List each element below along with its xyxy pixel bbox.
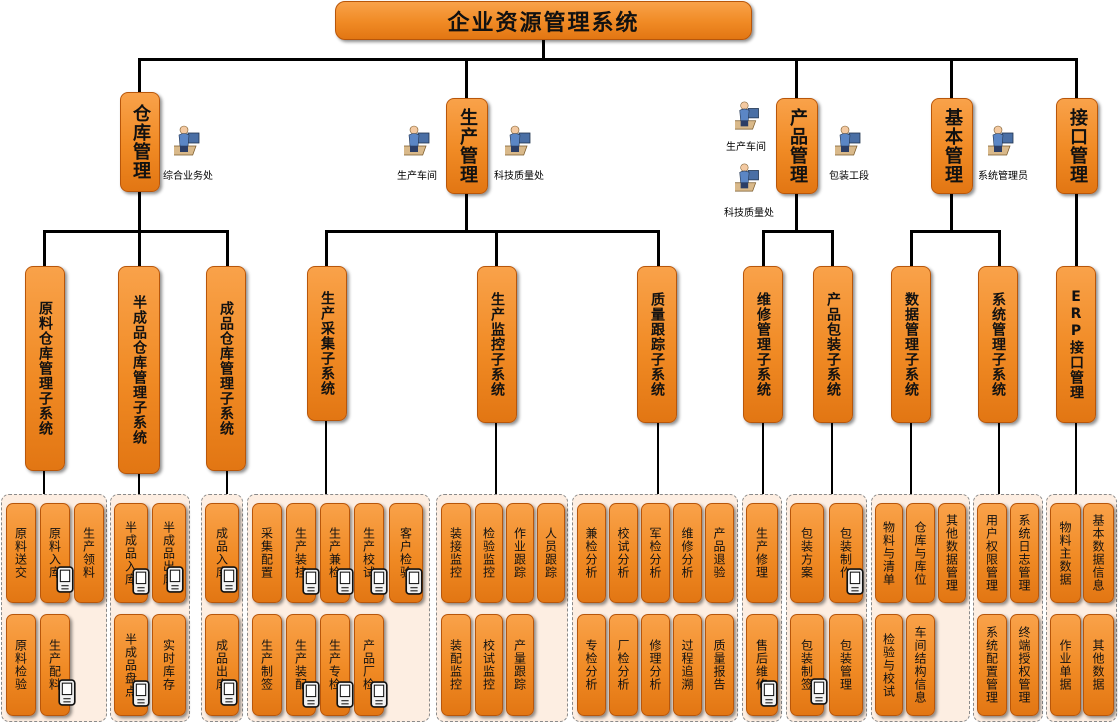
leaf-function: 军检分析	[641, 503, 670, 603]
diagram-title: 企业资源管理系统	[335, 1, 752, 40]
person-at-desk-icon	[404, 125, 430, 156]
leaf-function: 基本数据信息	[1083, 503, 1114, 603]
leaf-function: 物料与清单	[875, 503, 903, 603]
actor-label: 生产车间	[397, 171, 437, 182]
module-interface: 接口管理	[1056, 98, 1098, 194]
handheld-terminal-icon	[302, 568, 320, 595]
module-warehouse: 仓库管理	[120, 92, 160, 192]
leaf-function: 过程追溯	[673, 614, 702, 716]
leaf-function: 原料送交	[6, 503, 36, 603]
leaf-function: 检验监控	[475, 503, 503, 603]
leaf-function: 车间结构信息	[906, 614, 935, 716]
leaf-function: 用户权限管理	[977, 503, 1007, 603]
leaf-function: 生产领料	[74, 503, 104, 603]
leaf-function: 系统配置管理	[977, 614, 1007, 716]
leaf-function: 装接监控	[441, 503, 471, 603]
leaf-function: 厂检分析	[609, 614, 638, 716]
subsystem-production-collection: 生产采集子系统	[307, 266, 347, 421]
subsystem-production-monitoring: 生产监控子系统	[477, 266, 517, 423]
leaf-function: 其他数据	[1083, 614, 1114, 716]
handheld-terminal-icon	[132, 680, 150, 707]
subsystem-maintenance: 维修管理子系统	[743, 266, 783, 423]
actor-label: 系统管理员	[978, 171, 1028, 182]
subsystem-system-management: 系统管理子系统	[978, 266, 1018, 423]
handheld-terminal-icon	[56, 566, 74, 593]
actor-label: 包装工段	[829, 171, 869, 182]
subsystem-erp-interface: ERP接口管理	[1056, 266, 1096, 423]
leaf-function: 产品退验	[705, 503, 734, 603]
actor-label: 综合业务处	[163, 171, 213, 182]
leaf-function: 检验与校试	[875, 614, 903, 716]
subsystem-data-management: 数据管理子系统	[891, 266, 931, 423]
subsystem-product-warehouse: 成品仓库管理子系统	[206, 266, 246, 471]
handheld-terminal-icon	[58, 679, 76, 706]
leaf-function: 原料检验	[6, 614, 36, 716]
subsystem-semi-product-warehouse: 半成品仓库管理子系统	[118, 266, 160, 474]
person-at-desk-icon	[505, 125, 531, 156]
leaf-function: 专检分析	[577, 614, 606, 716]
handheld-terminal-icon	[166, 566, 184, 593]
leaf-function: 修理分析	[641, 614, 670, 716]
actor-label: 生产车间	[726, 142, 766, 153]
handheld-terminal-icon	[760, 680, 778, 707]
leaf-function: 生产装配	[286, 614, 316, 716]
module-production: 生产管理	[446, 98, 488, 194]
person-at-desk-icon	[174, 125, 200, 156]
handheld-terminal-icon	[336, 681, 354, 708]
leaf-function: 仓库与库位	[906, 503, 935, 603]
subsystem-raw-material-warehouse: 原料仓库管理子系统	[25, 266, 65, 471]
person-at-desk-icon	[835, 125, 861, 156]
handheld-terminal-icon	[810, 678, 828, 705]
leaf-function: 兼检分析	[577, 503, 606, 603]
handheld-terminal-icon	[370, 568, 388, 595]
leaf-function: 作业单据	[1050, 614, 1081, 716]
leaf-function: 其他数据管理	[938, 503, 966, 603]
person-at-desk-icon	[988, 125, 1014, 156]
leaf-function: 物料主数据	[1050, 503, 1081, 603]
leaf-function: 作业跟踪	[506, 503, 534, 603]
leaf-function: 质量报告	[705, 614, 734, 716]
actor-label: 科技质量处	[494, 171, 544, 182]
person-at-desk-icon	[735, 163, 760, 192]
leaf-function: 校试监控	[475, 614, 503, 716]
leaf-function: 系统日志管理	[1010, 503, 1039, 603]
leaf-function: 包装管理	[829, 614, 863, 716]
subsystem-packaging: 产品包装子系统	[813, 266, 853, 423]
diagram-title-text: 企业资源管理系统	[447, 10, 640, 36]
leaf-function: 实时库存	[152, 614, 186, 716]
subsystem-quality-tracking: 质量跟踪子系统	[637, 266, 677, 423]
leaf-function: 装配监控	[441, 614, 471, 716]
leaf-function: 产量跟踪	[506, 614, 534, 716]
leaf-function: 维修分析	[673, 503, 702, 603]
leaf-function: 生产制签	[252, 614, 282, 716]
handheld-terminal-icon	[220, 566, 238, 593]
handheld-terminal-icon	[370, 681, 388, 708]
leaf-function: 终端授权管理	[1010, 614, 1039, 716]
module-product: 产品管理	[776, 98, 818, 194]
handheld-terminal-icon	[846, 568, 864, 595]
actor-label: 科技质量处	[724, 208, 774, 219]
leaf-function: 校试分析	[609, 503, 638, 603]
handheld-terminal-icon	[405, 568, 423, 595]
handheld-terminal-icon	[302, 681, 320, 708]
handheld-terminal-icon	[336, 568, 354, 595]
leaf-function: 采集配置	[252, 503, 282, 603]
leaf-function: 包装方案	[790, 503, 824, 603]
handheld-terminal-icon	[220, 679, 238, 706]
person-at-desk-icon	[735, 101, 760, 130]
leaf-function: 生产修理	[746, 503, 778, 603]
module-basic: 基本管理	[931, 98, 973, 194]
leaf-function: 人员跟踪	[537, 503, 565, 603]
handheld-terminal-icon	[132, 568, 150, 595]
